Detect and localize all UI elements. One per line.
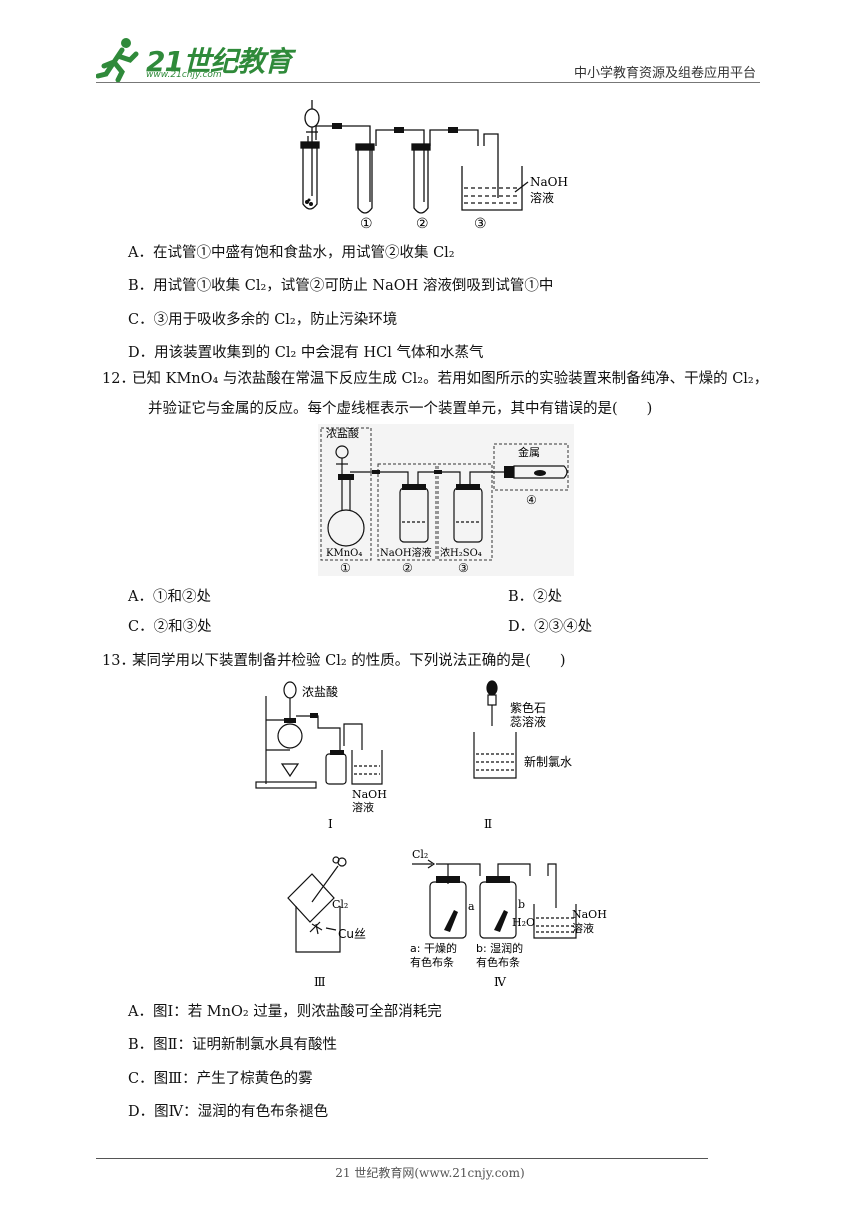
q13-fig4-dry2: 有色布条 [410,955,454,969]
q13-fig4-dry1: a: 干燥的 [410,941,457,955]
q13-figure-3: Cl₂ Cu丝 Ⅲ [287,856,366,989]
q13-option-d[interactable]: D．图Ⅳ：湿润的有色布条褪色 [128,1104,329,1120]
q13-fig3-cu: Cu丝 [338,927,366,941]
q13-fig1-hcl-label: 浓盐酸 [302,684,338,699]
q12-option-a[interactable]: A．①和②处 [128,589,211,605]
q12-unit2-label: ② [402,561,413,575]
q11-tube2-label: ② [416,216,429,232]
header-divider [96,82,760,83]
q11-option-a[interactable]: A．在试管①中盛有饱和食盐水，用试管②收集 Cl₂ [128,245,455,261]
q12-option-c[interactable]: C．②和③处 [128,619,212,635]
q11-tube1-label: ① [360,216,373,232]
platform-title: 中小学教育资源及组卷应用平台 [573,66,756,81]
q13-fig2-label: Ⅱ [484,817,492,830]
q13-fig2-litmus2: 蕊溶液 [510,714,546,729]
q12-h2so4-label: 浓H₂SO₄ [440,547,482,559]
q11-option-b[interactable]: B．用试管①收集 Cl₂，试管②可防止 NaOH 溶液倒吸到试管①中 [128,278,554,294]
q13-fig1-solution-label: 溶液 [352,800,374,814]
q13-fig2-chlorine-water: 新制氯水 [524,754,572,769]
q12-naoh-label: NaOH溶液 [380,546,432,559]
q13-option-b[interactable]: B．图Ⅱ：证明新制氯水具有酸性 [128,1037,338,1053]
q11-beaker-label: ③ [474,216,487,232]
q12-unit4-label: ④ [526,493,537,507]
q13-fig4-wet2: 有色布条 [476,955,520,969]
q11-apparatus-figure: NaOH 溶液 ① ② ③ [300,100,568,232]
q12-kmno4-label: KMnO₄ [326,548,362,559]
q12-unit1-label: ① [340,561,351,575]
q13-fig2-litmus1: 紫色石 [510,701,546,715]
q13-figure-1: 浓盐酸 NaOH 溶液 Ⅰ [255,681,387,830]
q13-number: 13． [102,653,135,669]
q13-figure-4: Cl₂ a b H₂O NaOH 溶液 a: 干燥的 有色布条 b: 湿润的 有… [410,848,607,989]
q12-stem-line1: 已知 KMnO₄ 与浓盐酸在常温下反应生成 Cl₂。若用如图所示的实验装置来制备… [132,371,769,387]
q13-fig3-label: Ⅲ [314,975,326,989]
q12-apparatus-figure: 浓盐酸 金属 KMnO₄ NaOH溶液 浓H₂SO₄ ① ② ③ ④ [318,424,574,576]
q13-fig3-cl2: Cl₂ [332,898,348,911]
q11-option-d[interactable]: D．用该装置收集到的 Cl₂ 中会混有 HCl 气体和水蒸气 [128,345,484,361]
q13-fig4-a: a [468,900,475,913]
q12-option-b[interactable]: B．②处 [508,589,563,605]
q13-option-c[interactable]: C．图Ⅲ：产生了棕黄色的雾 [128,1071,313,1087]
q11-naoh-label: NaOH [530,175,568,189]
q13-stem: 某同学用以下装置制备并检验 Cl₂ 的性质。下列说法正确的是( ) [132,653,566,669]
q13-fig4-cl2-in: Cl₂ [412,848,428,861]
brand-url: www.21cnjy.com [146,70,222,80]
brand-name: 21世纪教育 [146,45,292,78]
q13-fig4-solution: 溶液 [572,921,594,935]
q12-conc-hcl-label: 浓盐酸 [326,426,359,440]
q12-unit3-label: ③ [458,561,469,575]
q13-fig4-naoh: NaOH [572,908,607,921]
q12-option-d[interactable]: D．②③④处 [508,619,593,635]
logo [95,36,266,83]
q13-fig4-label: Ⅳ [494,975,507,989]
q11-option-c[interactable]: C．③用于吸收多余的 Cl₂，防止污染环境 [128,312,398,328]
q13-fig1-label: Ⅰ [328,817,333,830]
q13-fig4-h2o: H₂O [512,916,535,929]
q13-figure-2: 紫色石 蕊溶液 新制氯水 Ⅱ [473,680,572,830]
q13-fig1-naoh-label: NaOH [352,788,387,801]
q12-stem-line2: 并验证它与金属的反应。每个虚线框表示一个装置单元，其中有错误的是( ) [148,401,653,417]
q13-fig4-b: b [518,898,525,911]
q13-fig4-wet1: b: 湿润的 [476,941,523,955]
runner-logo-icon [95,38,139,83]
footer-divider [96,1158,708,1159]
q13-option-a[interactable]: A．图Ⅰ：若 MnO₂ 过量，则浓盐酸可全部消耗完 [128,1004,442,1020]
q11-solution-label: 溶液 [530,190,554,205]
q12-number: 12． [102,371,135,387]
q12-metal-label: 金属 [518,445,540,459]
footer-text: 21 世纪教育网(www.21cnjy.com) [335,1166,525,1180]
